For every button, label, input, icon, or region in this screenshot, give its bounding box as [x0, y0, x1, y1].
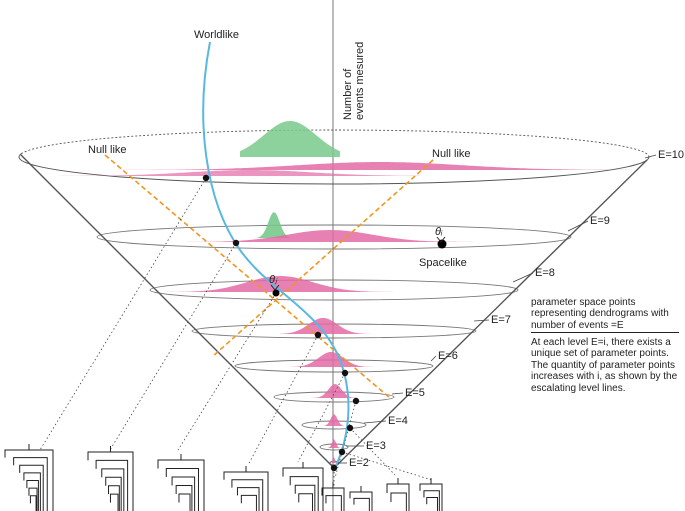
distribution-bump: [305, 384, 370, 398]
worldline-point: [232, 239, 240, 247]
dendrogram: [282, 462, 324, 511]
note-parameter-space: parameter space points representing dend…: [531, 297, 681, 331]
theta-i-point: [272, 289, 280, 297]
axis-label-line-2: events mesured: [354, 42, 366, 120]
level-label: E=8: [535, 267, 555, 279]
dendrogram: [4, 444, 54, 511]
caret-theta-i: [270, 284, 280, 291]
projection-line: [177, 292, 277, 451]
level-leader: [567, 220, 589, 232]
spacelike-label: Spacelike: [419, 257, 467, 269]
worldline-curve: [202, 41, 350, 469]
dendrogram: [321, 482, 345, 511]
null-line-right: [211, 159, 434, 358]
worldline-points: [202, 174, 360, 472]
level-leader: [430, 355, 437, 362]
distribution-bump: [240, 121, 340, 157]
distribution-bump: [318, 414, 352, 426]
level-label: E=7: [491, 314, 511, 326]
dendrogram: [157, 454, 205, 511]
level-leader: [512, 272, 534, 283]
projection-line: [349, 427, 396, 476]
distribution-bump: [330, 457, 338, 463]
note-divider: [531, 332, 679, 333]
distribution-bump: [326, 439, 344, 448]
distribution-bump: [110, 230, 560, 242]
level-labels: E=10E=9E=8E=7E=6E=5E=4E=3E=2: [338, 149, 684, 469]
level-ellipse-front: [18, 156, 650, 185]
projection-lines: [39, 177, 433, 488]
distribution-bump: [280, 318, 380, 334]
level-label: E=6: [438, 350, 458, 362]
distribution-bump: [120, 162, 630, 170]
projection-line: [334, 400, 357, 479]
dendrogram: [419, 478, 443, 511]
level-ellipse: [96, 224, 572, 250]
dendrogram: [223, 466, 269, 511]
worldline-point: [341, 369, 349, 377]
dendrograms: [4, 444, 443, 511]
level-label: E=2: [349, 457, 369, 469]
cone-right-edge: [333, 159, 648, 469]
level-label: E=5: [405, 387, 425, 399]
projection-line: [297, 372, 346, 463]
note-level-explanation: At each level E=i, there exists a unique…: [531, 337, 681, 394]
level-label: E=10: [658, 149, 684, 161]
worldlike-label: Worldlike: [194, 29, 239, 41]
spacelike-point: [437, 239, 447, 249]
projection-line: [39, 177, 207, 451]
dendrogram: [87, 446, 134, 511]
level-label: E=3: [366, 440, 386, 452]
level-label: E=4: [388, 415, 408, 427]
null-like-left-label: Null like: [88, 144, 127, 156]
level-label: E=9: [590, 215, 610, 227]
note-top-text: parameter space points representing dend…: [531, 297, 669, 331]
level-leader: [363, 420, 387, 424]
worldline-point: [330, 464, 338, 472]
axis-label-line-1: Number of: [342, 68, 354, 120]
theta-j-label: θᵢ: [435, 226, 443, 238]
projection-line: [247, 334, 319, 466]
level-leader: [473, 319, 490, 322]
worldline-point: [338, 448, 346, 456]
level-leader: [644, 154, 657, 159]
cone-left-edge: [19, 153, 335, 469]
caret-theta-j: [436, 236, 446, 243]
distribution-bump: [255, 212, 295, 238]
null-like-right-label: Null like: [432, 148, 471, 160]
level-leader: [391, 392, 404, 395]
worldline-point: [346, 424, 354, 432]
level-ellipse-back: [18, 129, 650, 158]
theta-i-label: θⱼ: [269, 274, 278, 286]
worldline-point: [314, 331, 322, 339]
worldline-point: [202, 174, 210, 182]
distributions: [30, 121, 630, 463]
distribution-bump: [30, 170, 420, 176]
dendrogram: [386, 478, 410, 511]
distribution-bump: [160, 276, 420, 292]
worldline-point: [352, 397, 360, 405]
axis-label: Number of events mesured: [342, 42, 366, 120]
level-ellipse: [149, 279, 519, 301]
note-bottom-text: At each level E=i, there exists a unique…: [531, 337, 678, 394]
null-line-left: [104, 154, 391, 399]
projection-line: [109, 242, 237, 451]
dendrogram: [349, 486, 373, 511]
